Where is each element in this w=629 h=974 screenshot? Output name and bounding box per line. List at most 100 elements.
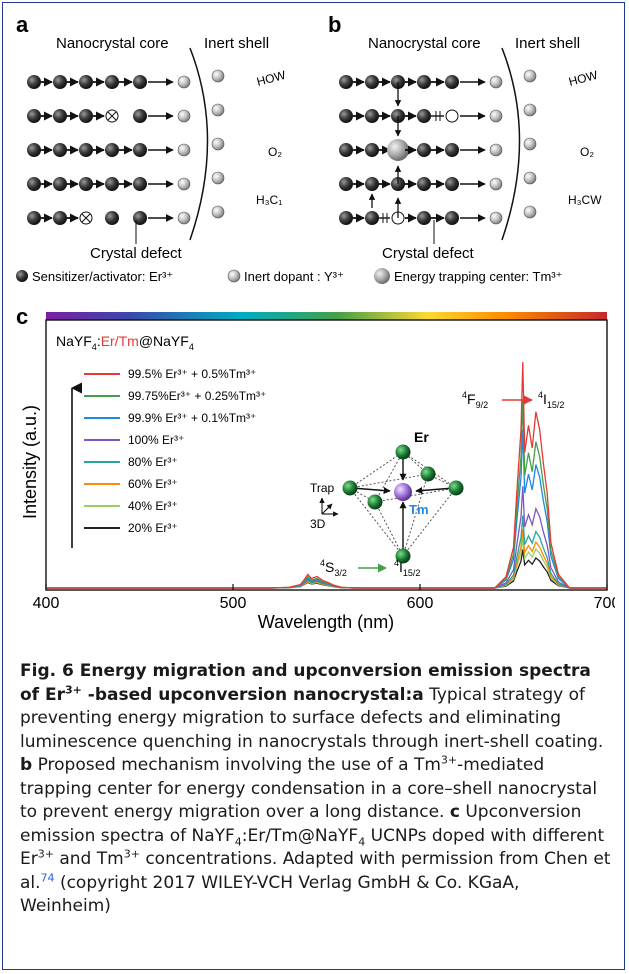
panel-a-label: a (16, 12, 29, 37)
legend-entry: 20% Er³⁺ (128, 521, 178, 535)
sensitizer-ion (53, 177, 67, 191)
legend-entry: 99.9% Er³⁺ + 0.1%Tm³⁺ (128, 411, 256, 425)
sensitizer-ion (27, 211, 41, 225)
sensitizer-ion (339, 211, 353, 225)
legend-entry: 80% Er³⁺ (128, 455, 178, 469)
inert-dopant-ion (489, 211, 503, 225)
svg-text:4I15/2: 4I15/2 (394, 558, 420, 578)
sensitizer-ion (79, 177, 93, 191)
legend-entry: 99.5% Er³⁺ + 0.5%Tm³⁺ (128, 367, 256, 381)
sensitizer-ion (53, 143, 67, 157)
inert-dopant-ion (211, 103, 225, 117)
inert-dopant-ion (211, 137, 225, 151)
spectrum-line (46, 529, 607, 589)
legend-entry: 60% Er³⁺ (128, 477, 178, 491)
plot-frame (45, 319, 608, 591)
er-ion-bottom (395, 548, 411, 564)
sensitizer-ion (133, 75, 147, 89)
inset-trap-label: Trap (310, 481, 335, 495)
sensitizer-ion (79, 75, 93, 89)
caption-b-text: Proposed mechanism involving the use of … (20, 753, 598, 822)
panel-a-defect-label: Crystal defect (90, 245, 183, 262)
panel-b-ligand-3: H₃CW (568, 193, 602, 207)
inert-dopant-ion (177, 109, 191, 123)
inert-dopant-ion (177, 211, 191, 225)
inert-dopant-ion (523, 69, 537, 83)
sensitizer-ion (417, 143, 431, 157)
legend-entry: 99.75%Er³⁺ + 0.25%Tm³⁺ (128, 389, 266, 403)
panel-b-label: b (328, 12, 341, 37)
panel-b-atom-grid (339, 69, 537, 225)
figure-caption: Fig. 6 Energy migration and upconversion… (20, 660, 612, 919)
x-axis-ticks: 400500600700 (33, 584, 615, 612)
sensitizer-ion (365, 211, 379, 225)
inert-dopant-ion (177, 75, 191, 89)
x-axis-label: Wavelength (nm) (258, 612, 394, 632)
trap-center-ion (387, 139, 409, 161)
inert-dopant-ion (177, 143, 191, 157)
inert-dopant-ion (489, 143, 503, 157)
legend-sensitizer-label: Sensitizer/activator: Er³⁺ (32, 269, 173, 284)
sensitizer-ion (365, 75, 379, 89)
svg-text:4S3/2: 4S3/2 (320, 558, 347, 578)
sensitizer-ion (339, 75, 353, 89)
panel-b-defect-label: Crystal defect (382, 245, 475, 262)
legend-sensitizer-marker (16, 270, 28, 282)
panel-b-shell-boundary (501, 47, 521, 241)
y-axis-label: Intensity (a.u.) (20, 405, 40, 519)
panel-a-shell-boundary (189, 47, 209, 241)
panel-a-atom-grid (27, 69, 225, 225)
spectrum-line (46, 515, 607, 589)
svg-text:4I15/2: 4I15/2 (538, 390, 564, 410)
defect-site (105, 109, 119, 123)
panel-a-ligand-2: O₂ (268, 145, 282, 159)
caption-reference-link[interactable]: 74 (40, 870, 55, 884)
er-ion-front (367, 494, 383, 510)
inset-tm-label: Tm (409, 502, 429, 517)
sensitizer-ion (339, 143, 353, 157)
sensitizer-ion (27, 177, 41, 191)
panel-b-core-label: Nanocrystal core (368, 35, 481, 52)
spectrum-color-bar (46, 312, 607, 320)
er-ion-top (395, 444, 411, 460)
x-tick-label: 700 (594, 595, 615, 612)
inset-er-label: Er (414, 429, 429, 445)
sensitizer-ion (133, 211, 147, 225)
sensitizer-ion (417, 177, 431, 191)
inert-dopant-ion (489, 75, 503, 89)
sensitizer-ion (417, 211, 431, 225)
sensitizer-ion (105, 177, 119, 191)
x-tick-label: 600 (407, 595, 434, 612)
caption-c-text: Upconversion emission spectra of NaYF4:E… (20, 802, 611, 916)
spectrum-line (46, 400, 607, 589)
panel-a-shell-label: Inert shell (204, 35, 269, 52)
sensitizer-ion (27, 75, 41, 89)
sensitizer-ion (365, 177, 379, 191)
sensitizer-ion (105, 211, 119, 225)
caption-c-label: c (449, 802, 460, 822)
inert-dopant-ion (523, 137, 537, 151)
svg-text:4F9/2: 4F9/2 (462, 390, 488, 410)
sensitizer-ion (105, 143, 119, 157)
legend-inert-label: Inert dopant : Y³⁺ (244, 269, 344, 284)
legend-trap-marker (374, 268, 390, 284)
band-label-660: 4F9/2 4I15/2 (462, 390, 564, 410)
sensitizer-ion (445, 177, 459, 191)
panel-a-ligand-1: HOW (255, 68, 288, 89)
panel-a: a Nanocrystal core Inert shell HOW O₂ H₃… (16, 12, 288, 262)
legend-entry: 40% Er³⁺ (128, 499, 178, 513)
sensitizer-ion (417, 109, 431, 123)
spectrum-line (46, 429, 607, 589)
legend-ab: Sensitizer/activator: Er³⁺ Inert dopant … (16, 268, 562, 284)
spectrum-line (46, 361, 607, 589)
sensitizer-ion (445, 211, 459, 225)
inert-dopant-ion (523, 103, 537, 117)
spectra-legend: 99.5% Er³⁺ + 0.5%Tm³⁺ 99.75%Er³⁺ + 0.25%T… (84, 367, 266, 535)
inert-dopant-ion (523, 205, 537, 219)
legend-entry: 100% Er³⁺ (128, 433, 184, 447)
inert-dopant-ion (489, 109, 503, 123)
inert-dopant-ion (177, 177, 191, 191)
er-ion-back (420, 466, 436, 482)
inert-dopant-ion (523, 171, 537, 185)
sensitizer-ion (365, 143, 379, 157)
